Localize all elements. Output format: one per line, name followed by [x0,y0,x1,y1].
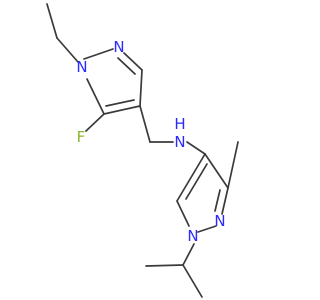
bond-c4-c5-upper [103,105,141,115]
bond-c5-c4-lower [176,153,206,202]
atom-n1-upper: N [76,58,87,76]
bond-ethyl-ch3-ch2 [46,3,58,39]
bond-c5-c4-lower-double [185,163,208,200]
bond-ethyl-ch2-n1 [56,37,79,63]
bond-n2-n1-lower [197,225,217,233]
bond-n2-c3-upper-double [117,57,136,75]
bond-nh-c4-lower [186,141,206,155]
atom-nh-hydrogen: H [174,115,185,133]
bond-n1-ch-isopropyl [182,243,195,266]
bond-ch-ch3a-isopropyl [145,264,184,267]
bond-c4-c5-upper-double [105,99,135,107]
bond-c3-methyl [227,141,239,189]
bond-n1-c5-lower [176,200,190,227]
bond-c4-c3-lower [204,153,229,189]
atom-nh-nitrogen: N [174,133,185,151]
bond-c5-f [85,113,105,132]
atom-labels: N N F N H N N [76,38,225,245]
atom-n1-lower: N [187,227,198,245]
atom-fluorine: F [77,128,86,146]
bond-ch-ch3b-isopropyl [182,264,203,298]
bonds [46,3,239,298]
bond-n2-c3-upper [123,52,143,71]
atom-n2-lower: N [214,212,225,230]
bond-c3-c4-upper [139,69,143,107]
bond-c3-n2-lower-double [214,189,221,212]
bond-c3-n2-lower [221,187,229,215]
molecule-structure-diagram: N N F N H N N [46,3,239,298]
bond-n1-n2-upper [83,48,114,60]
atom-n2-upper: N [113,38,124,56]
bond-c5-n1-upper [86,78,105,115]
bond-c4-ch2 [139,105,151,143]
